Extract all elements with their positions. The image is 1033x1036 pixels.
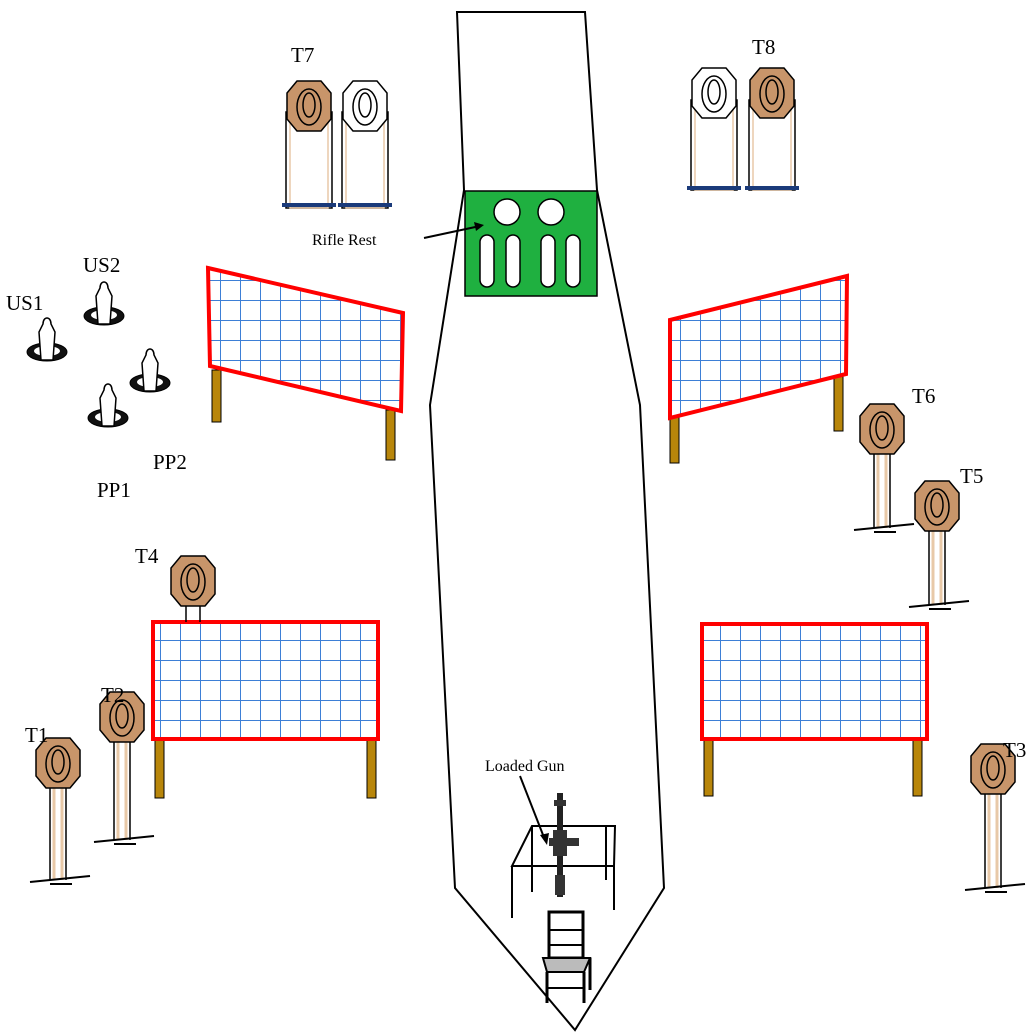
barrier-upper-left bbox=[205, 265, 406, 461]
target-t4[interactable] bbox=[170, 555, 216, 622]
t1-label: T1 bbox=[25, 723, 48, 747]
barrier-lower-left bbox=[151, 620, 380, 799]
chair-icon bbox=[541, 910, 592, 1003]
us2-label: US2 bbox=[83, 253, 120, 277]
target-t5[interactable] bbox=[907, 480, 971, 611]
barrier-upper-right bbox=[668, 273, 850, 464]
rifle-icon bbox=[549, 793, 579, 897]
target-pp1[interactable] bbox=[87, 383, 129, 428]
target-us1[interactable] bbox=[26, 317, 68, 362]
target-t6[interactable] bbox=[852, 403, 916, 534]
loaded-gun-label: Loaded Gun bbox=[485, 758, 565, 775]
loaded-gun-table[interactable] bbox=[510, 793, 617, 918]
target-t2[interactable] bbox=[92, 691, 156, 846]
barrier-lower-right bbox=[700, 622, 929, 797]
target-t8[interactable] bbox=[687, 67, 799, 191]
rifle-rest-label: Rifle Rest bbox=[312, 232, 377, 249]
target-t1[interactable] bbox=[28, 737, 92, 886]
rifle-rest-arrow bbox=[423, 225, 481, 239]
t2-label: T2 bbox=[101, 683, 124, 707]
target-t3[interactable] bbox=[963, 743, 1027, 894]
us1-label: US1 bbox=[6, 291, 43, 315]
t8-label: T8 bbox=[752, 35, 775, 59]
t7-label: T7 bbox=[291, 43, 314, 67]
pp2-label: PP2 bbox=[153, 450, 187, 474]
pp1-label: PP1 bbox=[97, 478, 131, 502]
rifle-rest[interactable] bbox=[464, 190, 598, 297]
target-us2[interactable] bbox=[83, 281, 125, 326]
shooting-lane bbox=[428, 11, 666, 1032]
target-t7[interactable] bbox=[282, 80, 392, 209]
t3-label: T3 bbox=[1003, 738, 1026, 762]
target-pp2[interactable] bbox=[129, 348, 171, 393]
t4-label: T4 bbox=[135, 544, 159, 568]
loaded-gun-arrowhead bbox=[540, 833, 549, 845]
loaded-gun-arrow bbox=[519, 775, 546, 841]
rifle-rest-arrowhead bbox=[474, 222, 484, 231]
t6-label: T6 bbox=[912, 384, 935, 408]
t5-label: T5 bbox=[960, 464, 983, 488]
